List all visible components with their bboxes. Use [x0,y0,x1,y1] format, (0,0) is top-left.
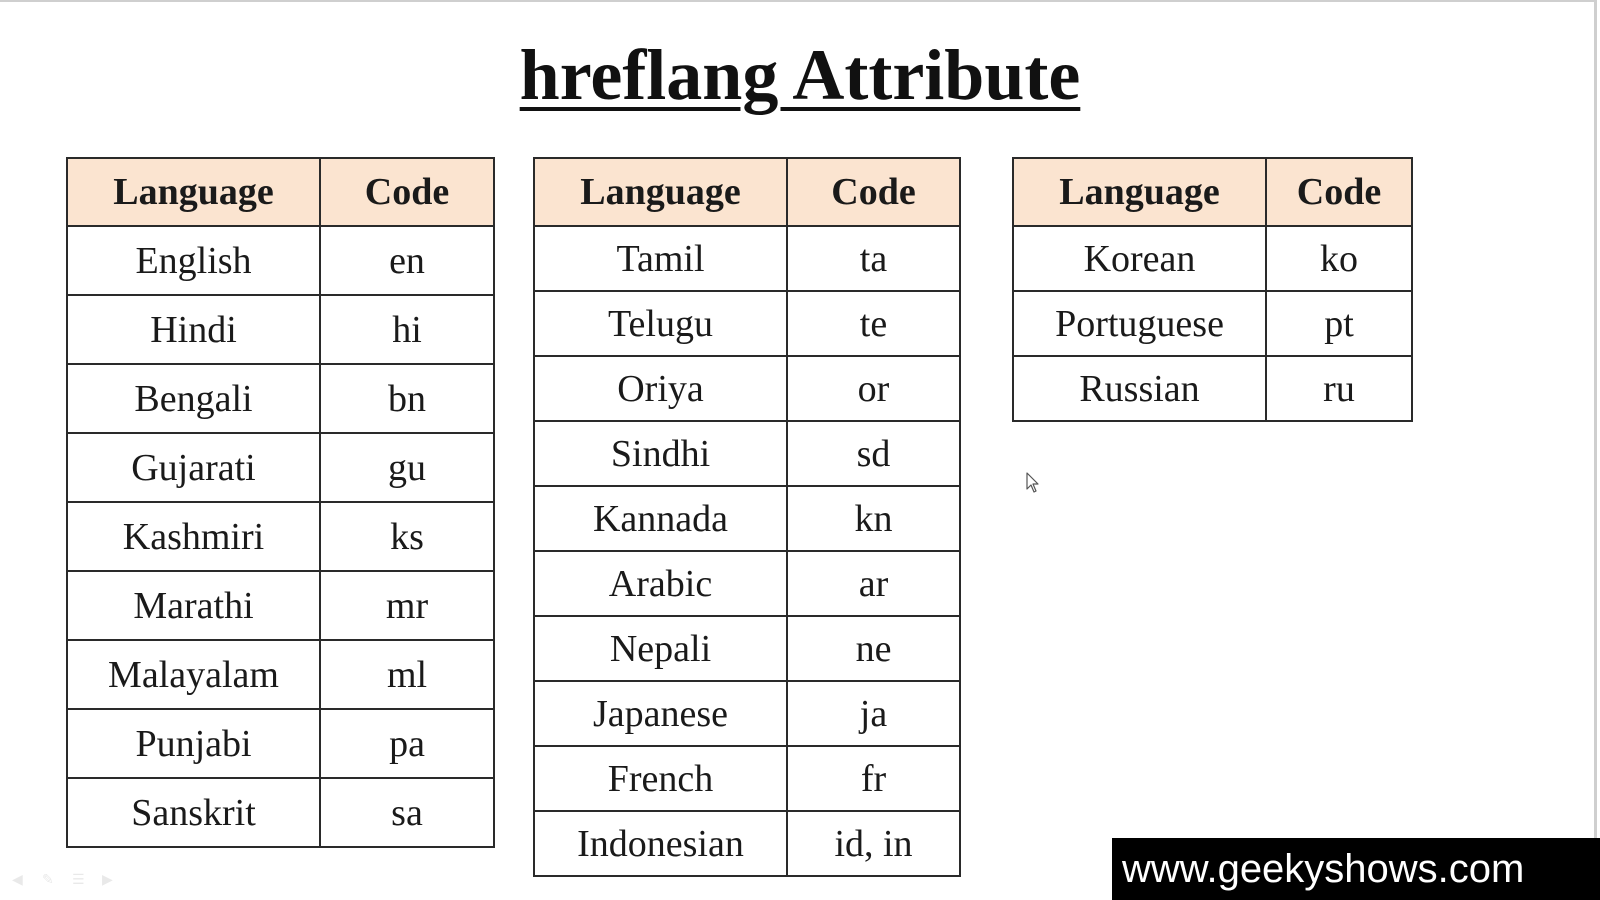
table-header-row: Language Code [533,157,961,227]
code-cell: ks [319,501,495,572]
code-cell: id, in [786,810,961,877]
header-language: Language [66,157,321,227]
header-code: Code [786,157,961,227]
code-cell: sa [319,777,495,848]
language-cell: Nepali [533,615,788,682]
code-cell: gu [319,432,495,503]
language-cell: Bengali [66,363,321,434]
prev-icon[interactable]: ◀ [12,872,23,888]
language-cell: Indonesian [533,810,788,877]
header-code: Code [1265,157,1413,227]
language-cell: Gujarati [66,432,321,503]
menu-icon[interactable]: ☰ [72,872,85,888]
code-cell: ta [786,225,961,292]
mouse-pointer-icon [1026,472,1039,493]
code-cell: sd [786,420,961,487]
code-cell: bn [319,363,495,434]
pen-icon[interactable]: ✎ [42,872,54,888]
code-cell: en [319,225,495,296]
language-cell: Marathi [66,570,321,641]
language-cell: French [533,745,788,812]
language-cell: Russian [1012,355,1267,422]
code-cell: fr [786,745,961,812]
code-cell: ml [319,639,495,710]
code-cell: or [786,355,961,422]
player-controls: ◀ ✎ ☰ ▶ [12,872,118,888]
code-cell: pt [1265,290,1413,357]
language-cell: Telugu [533,290,788,357]
code-cell: pa [319,708,495,779]
language-cell: Hindi [66,294,321,365]
code-cell: ar [786,550,961,617]
language-cell: Arabic [533,550,788,617]
language-cell: Oriya [533,355,788,422]
code-cell: ru [1265,355,1413,422]
language-cell: Punjabi [66,708,321,779]
table-header-row: Language Code [66,157,495,227]
language-cell: Kannada [533,485,788,552]
watermark: www.geekyshows.com [1112,838,1600,900]
code-cell: ko [1265,225,1413,292]
language-cell: Sanskrit [66,777,321,848]
table-header-row: Language Code [1012,157,1413,227]
language-cell: Japanese [533,680,788,747]
language-cell: Sindhi [533,420,788,487]
language-cell: Kashmiri [66,501,321,572]
language-cell: English [66,225,321,296]
code-cell: mr [319,570,495,641]
language-cell: Tamil [533,225,788,292]
language-cell: Malayalam [66,639,321,710]
header-language: Language [533,157,788,227]
header-language: Language [1012,157,1267,227]
code-cell: ne [786,615,961,682]
code-cell: ja [786,680,961,747]
language-cell: Korean [1012,225,1267,292]
code-cell: te [786,290,961,357]
header-code: Code [319,157,495,227]
code-cell: hi [319,294,495,365]
language-cell: Portuguese [1012,290,1267,357]
next-icon[interactable]: ▶ [102,872,113,888]
page-title: hreflang Attribute [519,35,1081,115]
code-cell: kn [786,485,961,552]
